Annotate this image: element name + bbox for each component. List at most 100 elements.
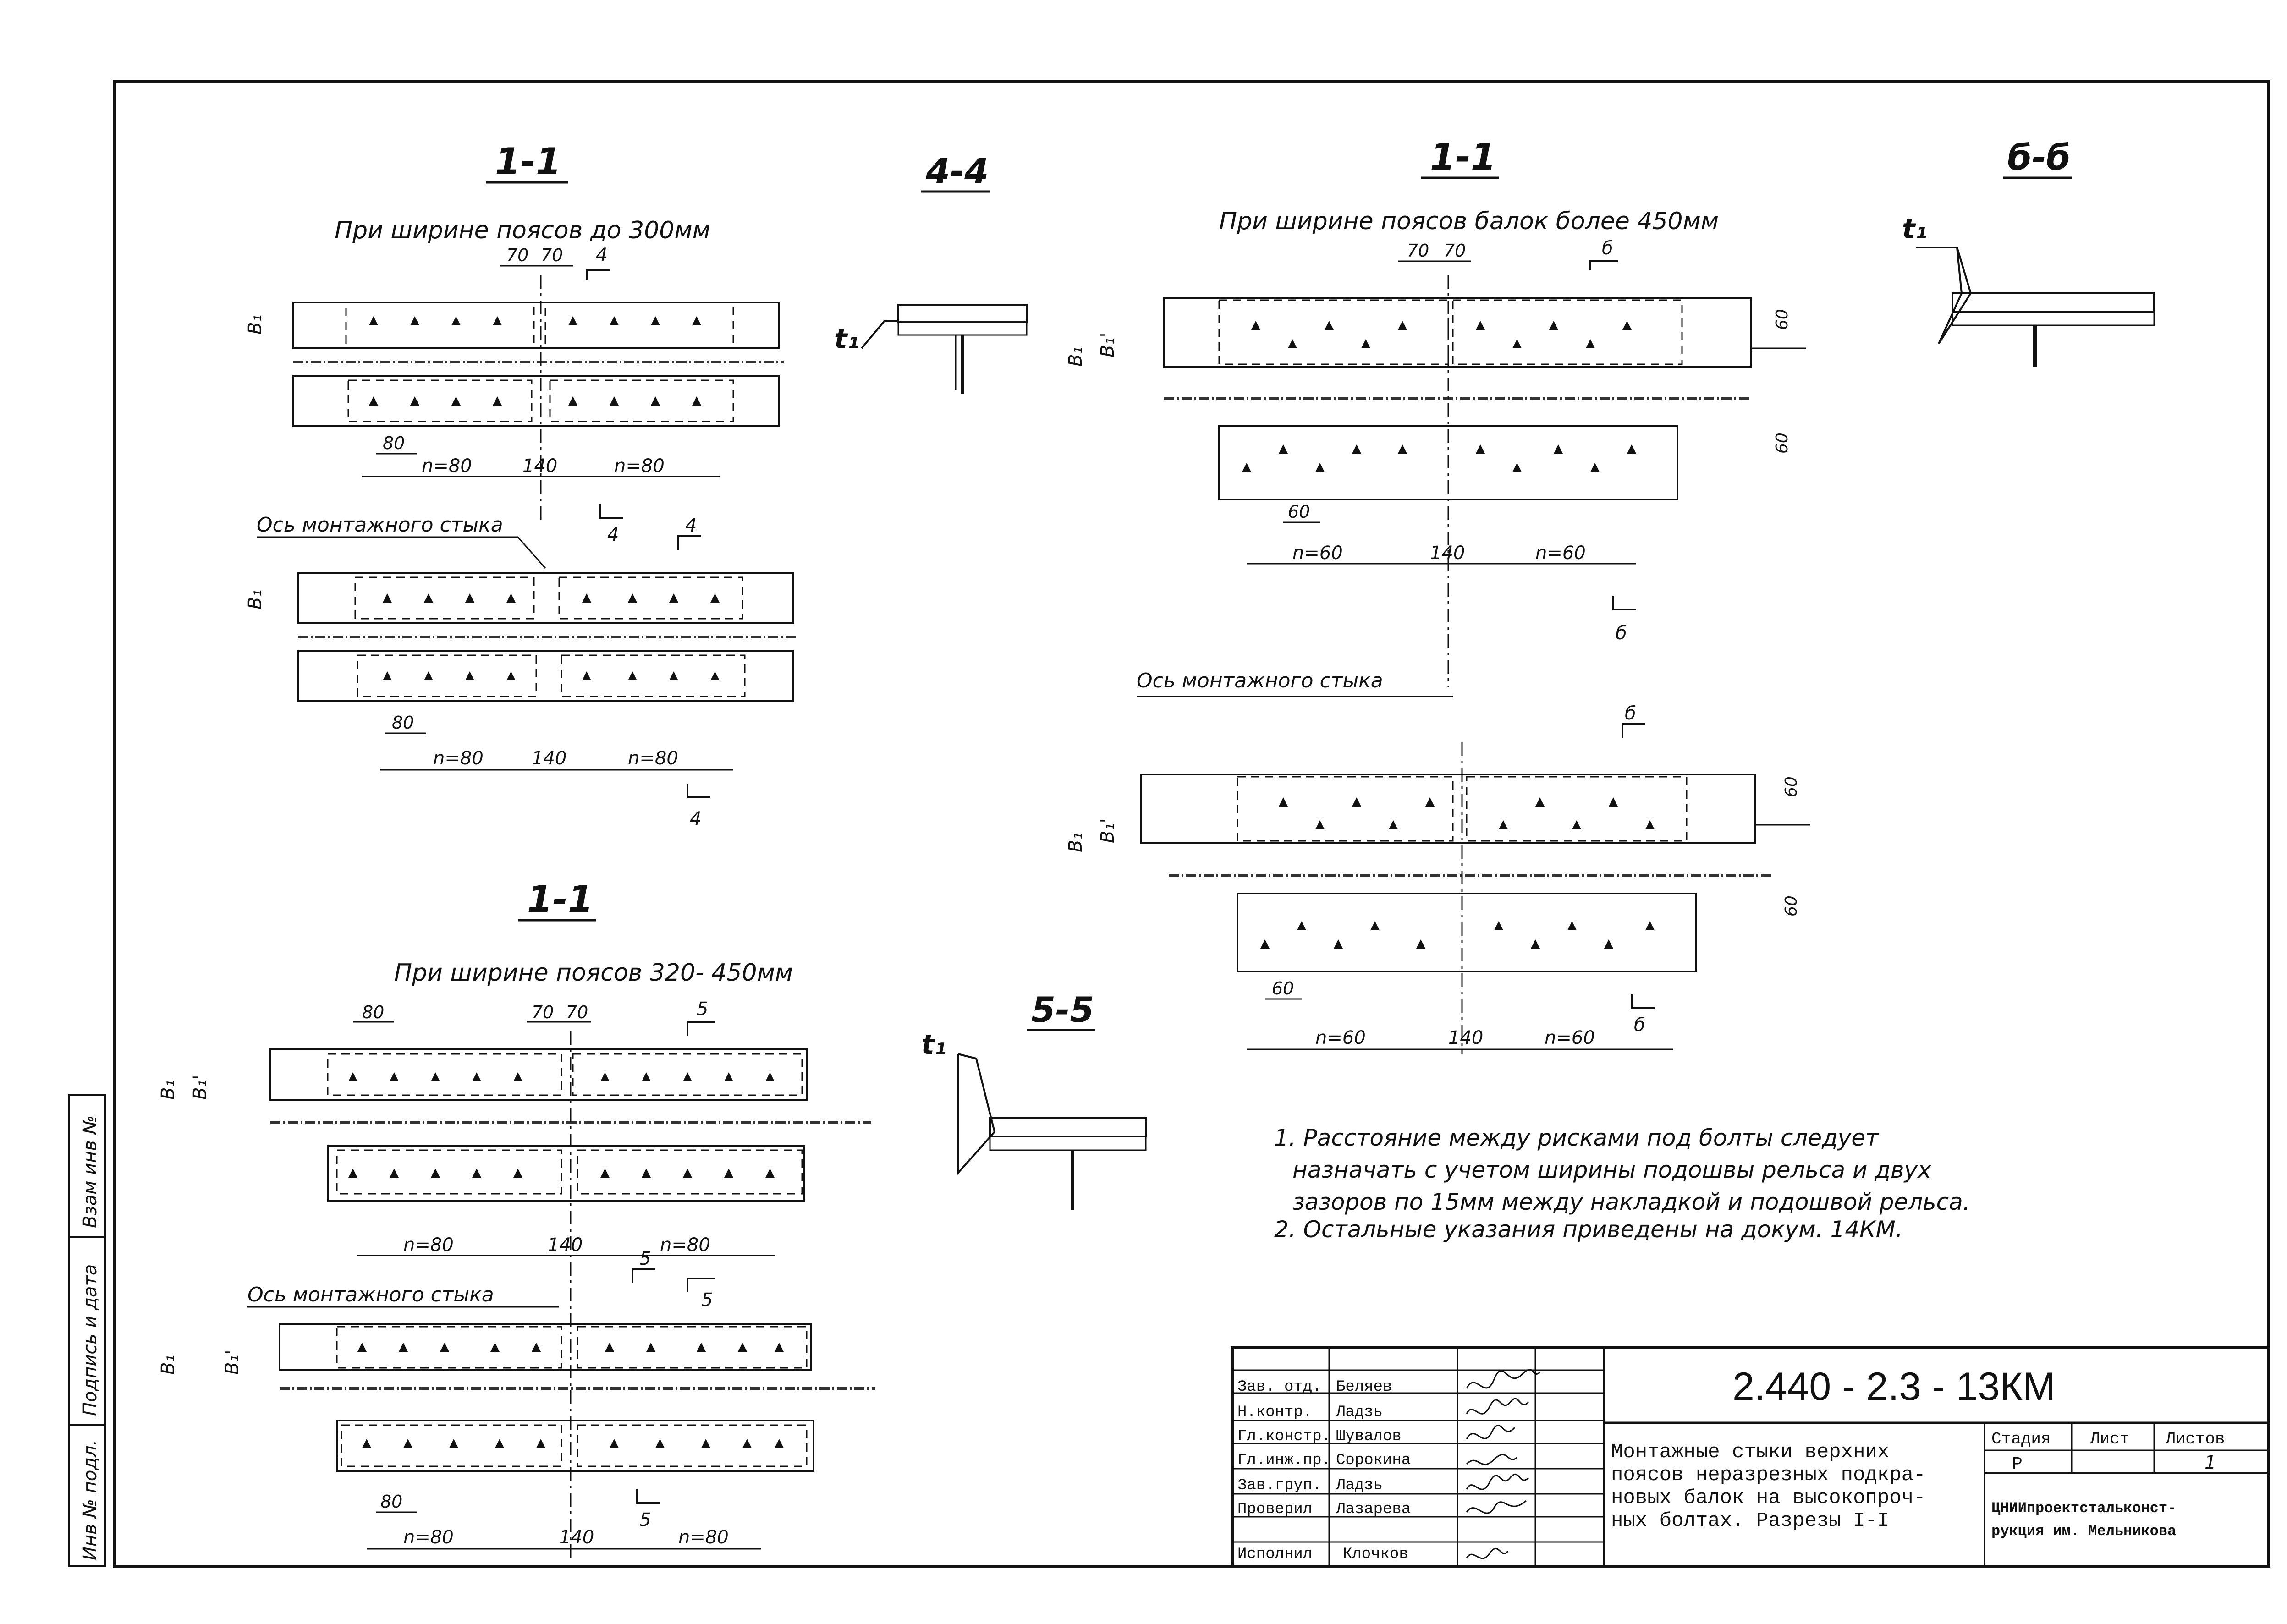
svg-text:б: б bbox=[1625, 703, 1636, 724]
svg-text:140: 140 bbox=[1430, 543, 1465, 564]
svg-text:60: 60 bbox=[1782, 776, 1801, 797]
notes: 1. Расстояние между рисками под болты сл… bbox=[1274, 1125, 1970, 1243]
svg-text:60: 60 bbox=[1782, 895, 1801, 916]
section-4-4: 4-4 t₁ bbox=[834, 151, 1028, 394]
svg-text:140: 140 bbox=[548, 1234, 583, 1256]
svg-text:n=80: n=80 bbox=[614, 455, 665, 477]
svg-text:n=80: n=80 bbox=[403, 1527, 454, 1548]
v1-caption: При ширине поясов до 300мм bbox=[335, 217, 710, 244]
svg-text:B₁: B₁ bbox=[245, 590, 266, 609]
tb-role-5: Проверил bbox=[1237, 1501, 1312, 1518]
svg-text:80: 80 bbox=[380, 1492, 402, 1512]
svg-text:n=60: n=60 bbox=[1545, 1027, 1595, 1048]
v3-axis-label: Ось монтажного стыка bbox=[1137, 669, 1383, 692]
svg-text:б: б bbox=[1602, 238, 1613, 259]
svg-text:60: 60 bbox=[1288, 502, 1310, 522]
tb-role-3: Гл.инж.пр. bbox=[1237, 1452, 1331, 1469]
v1-label-b1: B₁ bbox=[245, 315, 266, 335]
svg-text:4: 4 bbox=[607, 524, 619, 545]
svg-text:B₁: B₁ bbox=[158, 1080, 179, 1100]
tb-org-1: ЦНИИпроектстальконст- bbox=[1991, 1500, 2176, 1517]
svg-text:B₁': B₁' bbox=[1097, 818, 1118, 843]
tb-sheets: 1 bbox=[2205, 1452, 2216, 1473]
svg-text:n=80: n=80 bbox=[678, 1527, 729, 1548]
svg-text:60: 60 bbox=[1773, 433, 1792, 454]
svg-text:4-4: 4-4 bbox=[925, 151, 989, 192]
svg-text:70: 70 bbox=[1444, 241, 1466, 261]
tb-name-1: Ладзь bbox=[1336, 1404, 1383, 1421]
svg-text:80: 80 bbox=[392, 713, 414, 733]
tb-name-0: Беляев bbox=[1336, 1378, 1392, 1396]
svg-text:70: 70 bbox=[566, 1002, 588, 1022]
tb-desc-2: поясов неразрезных подкра- bbox=[1611, 1464, 1926, 1487]
note-line-2: назначать с учетом ширины подошвы рельса… bbox=[1292, 1157, 1931, 1183]
svg-text:80: 80 bbox=[383, 433, 405, 453]
v2-caption: При ширине поясов 320- 450мм bbox=[394, 959, 793, 987]
v2-axis-label: Ось монтажного стыка bbox=[247, 1283, 494, 1306]
tb-role-4: Зав.груп. bbox=[1237, 1477, 1322, 1494]
svg-text:5: 5 bbox=[639, 1509, 651, 1531]
v3-bolts-2 bbox=[1260, 797, 1655, 949]
tb-doc-code: 2.440 - 2.3 - 13КМ bbox=[1732, 1365, 2056, 1409]
svg-text:4: 4 bbox=[685, 515, 697, 536]
v1-bottom-dims: 80 n=80 140 n=80 4 bbox=[362, 433, 720, 545]
svg-text:140: 140 bbox=[532, 748, 566, 769]
v2-bolts bbox=[348, 1072, 775, 1178]
svg-text:60: 60 bbox=[1272, 978, 1294, 999]
tb-name-6: Клочков bbox=[1343, 1546, 1408, 1563]
svg-text:n=80: n=80 bbox=[628, 748, 678, 769]
note-line-4: 2. Остальные указания приведены на докум… bbox=[1274, 1216, 1903, 1243]
svg-text:n=60: n=60 bbox=[1315, 1027, 1366, 1048]
svg-text:б: б bbox=[1616, 623, 1627, 644]
svg-text:n=80: n=80 bbox=[422, 455, 472, 477]
svg-text:B₁': B₁' bbox=[1097, 333, 1118, 357]
signatures bbox=[1466, 1369, 1540, 1559]
svg-text:B₁: B₁ bbox=[1065, 833, 1086, 852]
svg-text:B₁': B₁' bbox=[190, 1075, 211, 1100]
v3-bolts bbox=[1242, 321, 1636, 472]
v3-section-title: 1-1 bbox=[1430, 136, 1496, 178]
sheet-frame bbox=[113, 80, 2270, 1568]
svg-text:4: 4 bbox=[690, 808, 701, 829]
svg-text:t₁: t₁ bbox=[1902, 213, 1927, 245]
v3-caption: При ширине поясов балок более 450мм bbox=[1219, 208, 1719, 235]
v1-section-title: 1-1 bbox=[495, 140, 561, 183]
tb-role-2: Гл.констр. bbox=[1237, 1428, 1331, 1445]
svg-text:5: 5 bbox=[697, 999, 708, 1020]
svg-text:n=60: n=60 bbox=[1292, 543, 1343, 564]
tb-name-4: Ладзь bbox=[1336, 1477, 1383, 1494]
svg-text:B₁: B₁ bbox=[1065, 347, 1086, 367]
note-line-1: 1. Расстояние между рисками под болты сл… bbox=[1274, 1125, 1880, 1151]
tb-sheet-label: Лист bbox=[2089, 1430, 2129, 1448]
tb-role-0: Зав. отд. bbox=[1237, 1378, 1322, 1396]
tb-name-3: Сорокина bbox=[1336, 1452, 1411, 1469]
svg-text:5: 5 bbox=[701, 1289, 713, 1311]
svg-text:B₁: B₁ bbox=[158, 1355, 179, 1375]
svg-text:t₁: t₁ bbox=[921, 1029, 946, 1061]
svg-text:140: 140 bbox=[1448, 1027, 1483, 1048]
v1-bolts-2 bbox=[383, 593, 720, 680]
svg-text:140: 140 bbox=[522, 455, 557, 477]
v1-axis-label: Ось монтажного стыка bbox=[257, 513, 503, 537]
svg-text:t₁: t₁ bbox=[834, 323, 859, 355]
tb-name-2: Шувалов bbox=[1336, 1428, 1402, 1445]
note-line-3: зазоров по 15мм между накладкой и подошв… bbox=[1292, 1189, 1970, 1215]
svg-text:n=60: n=60 bbox=[1535, 543, 1586, 564]
view-1: 1-1 При ширине поясов до 300мм 70 70 4 B… bbox=[245, 140, 797, 829]
section-6-6: б-б t₁ bbox=[1902, 137, 2155, 367]
tb-stage-label: Стадия bbox=[1991, 1430, 2051, 1448]
svg-text:б-б: б-б bbox=[2007, 137, 2071, 178]
svg-text:n=80: n=80 bbox=[660, 1234, 710, 1256]
stamp-inv-original: Инв № подл. bbox=[80, 1440, 101, 1560]
svg-text:n=80: n=80 bbox=[433, 748, 484, 769]
title-block: Зав. отд. Беляев Н.контр. Ладзь Гл.конст… bbox=[1231, 1346, 2270, 1568]
svg-text:70: 70 bbox=[541, 245, 563, 265]
tb-role-6: Исполнил bbox=[1237, 1546, 1312, 1563]
v2-section-title: 1-1 bbox=[527, 878, 594, 921]
tb-name-5: Лазарева bbox=[1336, 1501, 1411, 1518]
svg-text:4: 4 bbox=[596, 245, 607, 266]
svg-text:n=80: n=80 bbox=[403, 1234, 454, 1256]
tb-desc-3: новых балок на высокопроч- bbox=[1611, 1487, 1926, 1509]
svg-text:б: б bbox=[1634, 1015, 1645, 1036]
tb-desc-1: Монтажные стыки верхних bbox=[1611, 1441, 1889, 1464]
